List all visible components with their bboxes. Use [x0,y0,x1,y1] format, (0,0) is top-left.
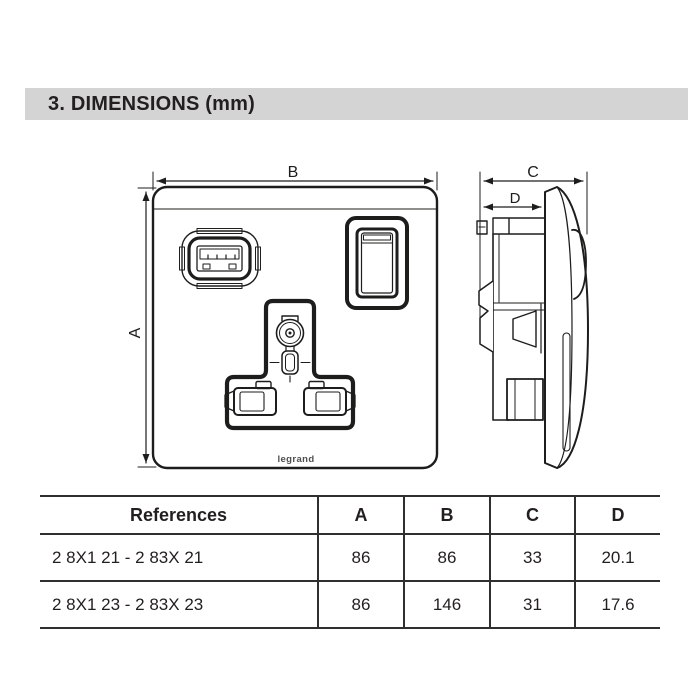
dimension-a [137,187,157,468]
rocker-switch-icon [345,216,409,310]
row1-d: 20.1 [574,533,660,581]
header-d: D [574,495,660,535]
dimension-b [152,171,438,191]
front-view-drawing [137,171,439,470]
header-b: B [403,495,490,535]
section-title-bar: 3. DIMENSIONS (mm) [25,88,688,120]
row2-a: 86 [317,580,404,629]
side-mechanism-body [476,217,546,421]
dim-label-a: A [127,327,144,338]
row2-b: 146 [403,580,490,629]
row2-c: 31 [489,580,575,629]
table-row: 2 8X1 23 - 2 83X 23 86 146 31 17.6 [40,580,660,629]
dim-label-c: C [527,164,539,181]
row2-d: 17.6 [574,580,660,629]
socket-right-slot [303,380,356,416]
socket-left-slot [224,380,277,416]
header-references: References [40,495,318,535]
row1-reference: 2 8X1 21 - 2 83X 21 [40,533,318,581]
dim-label-d: D [510,190,521,207]
universal-socket-icon [224,298,356,431]
row2-reference: 2 8X1 23 - 2 83X 23 [40,580,318,629]
dimensions-table: References A B C D 2 8X1 21 - 2 83X 21 8… [40,495,660,629]
usb-port-icon [179,228,261,289]
table-header-row: References A B C D [40,495,660,535]
row1-c: 33 [489,533,575,581]
table-row: 2 8X1 21 - 2 83X 21 86 86 33 20.1 [40,533,660,581]
row1-a: 86 [317,533,404,581]
legrand-logo: legrand [277,454,314,465]
header-a: A [317,495,404,535]
header-c: C [489,495,575,535]
section-title: 3. DIMENSIONS (mm) [48,92,255,115]
side-view-drawing [476,171,589,469]
dim-label-b: B [288,164,299,181]
side-faceplate-profile [544,186,589,469]
row1-b: 86 [403,533,490,581]
